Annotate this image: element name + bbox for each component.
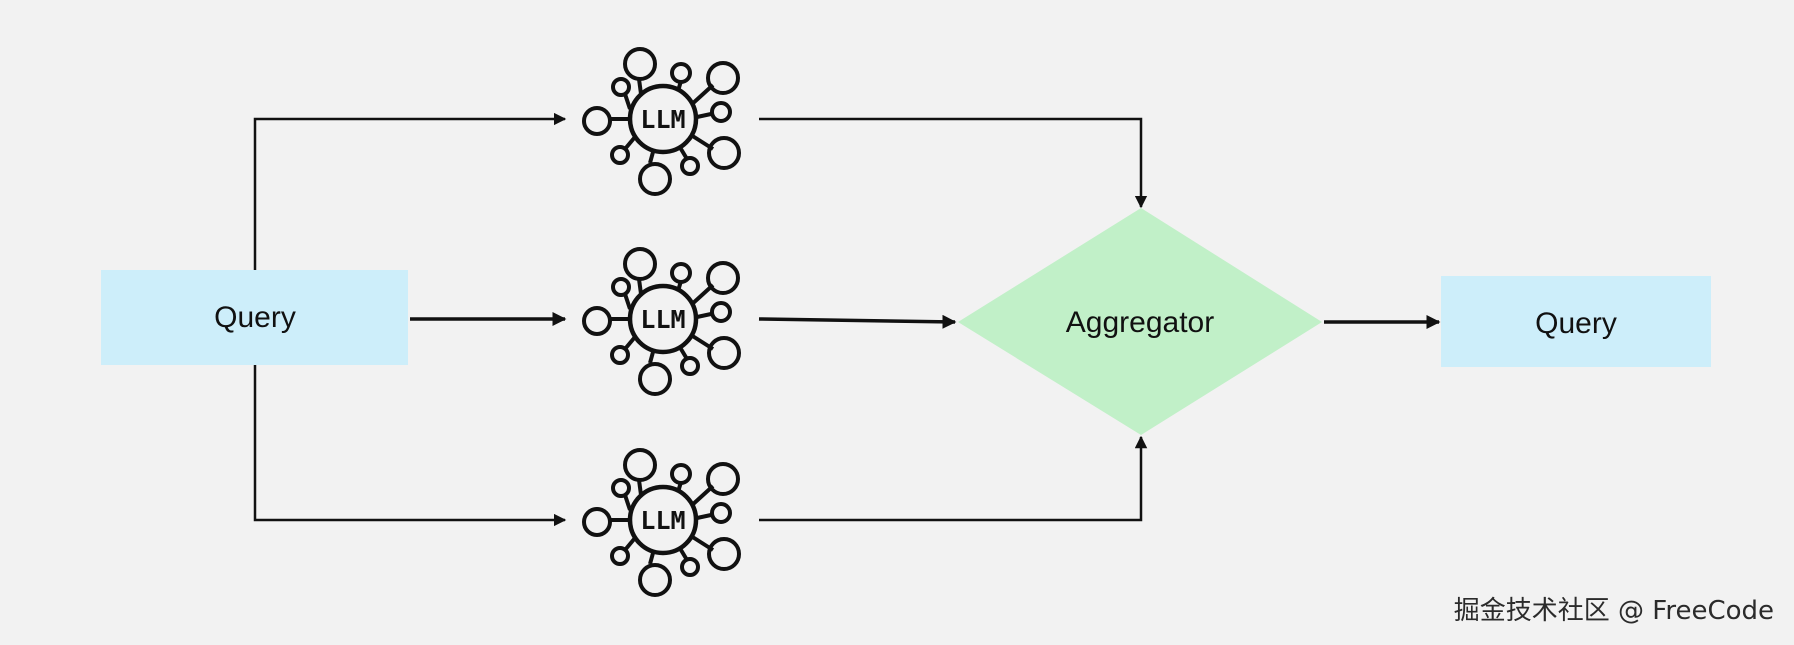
llm-icon-middle: LLM — [584, 249, 739, 394]
llm-label-bottom: LLM — [640, 506, 685, 535]
connector-llm-middle-to-aggregator — [758, 314, 957, 329]
llm-icon-bottom: LLM — [584, 450, 739, 595]
output-query-box — [1441, 276, 1711, 367]
input-query-box — [101, 270, 408, 365]
input-query-node: Query — [101, 270, 408, 365]
aggregator-node: Aggregator — [958, 208, 1322, 435]
connector-llm-bottom-to-aggregator — [759, 435, 1148, 522]
aggregator-label: Aggregator — [1066, 306, 1214, 339]
output-query-node: Query — [1441, 276, 1711, 367]
output-query-label: Query — [1535, 307, 1617, 340]
llm-label-middle: LLM — [640, 305, 685, 334]
input-query-label: Query — [214, 301, 296, 334]
connector-input-to-llm-top — [253, 112, 567, 270]
watermark: 掘金技术社区 @ FreeCode — [1453, 596, 1774, 626]
llm-label-top: LLM — [640, 105, 685, 134]
llm-icon-top: LLM — [584, 49, 739, 194]
connector-llm-top-to-aggregator — [759, 117, 1148, 209]
aggregator-diamond — [958, 208, 1322, 435]
connector-input-to-llm-bottom — [253, 365, 567, 527]
